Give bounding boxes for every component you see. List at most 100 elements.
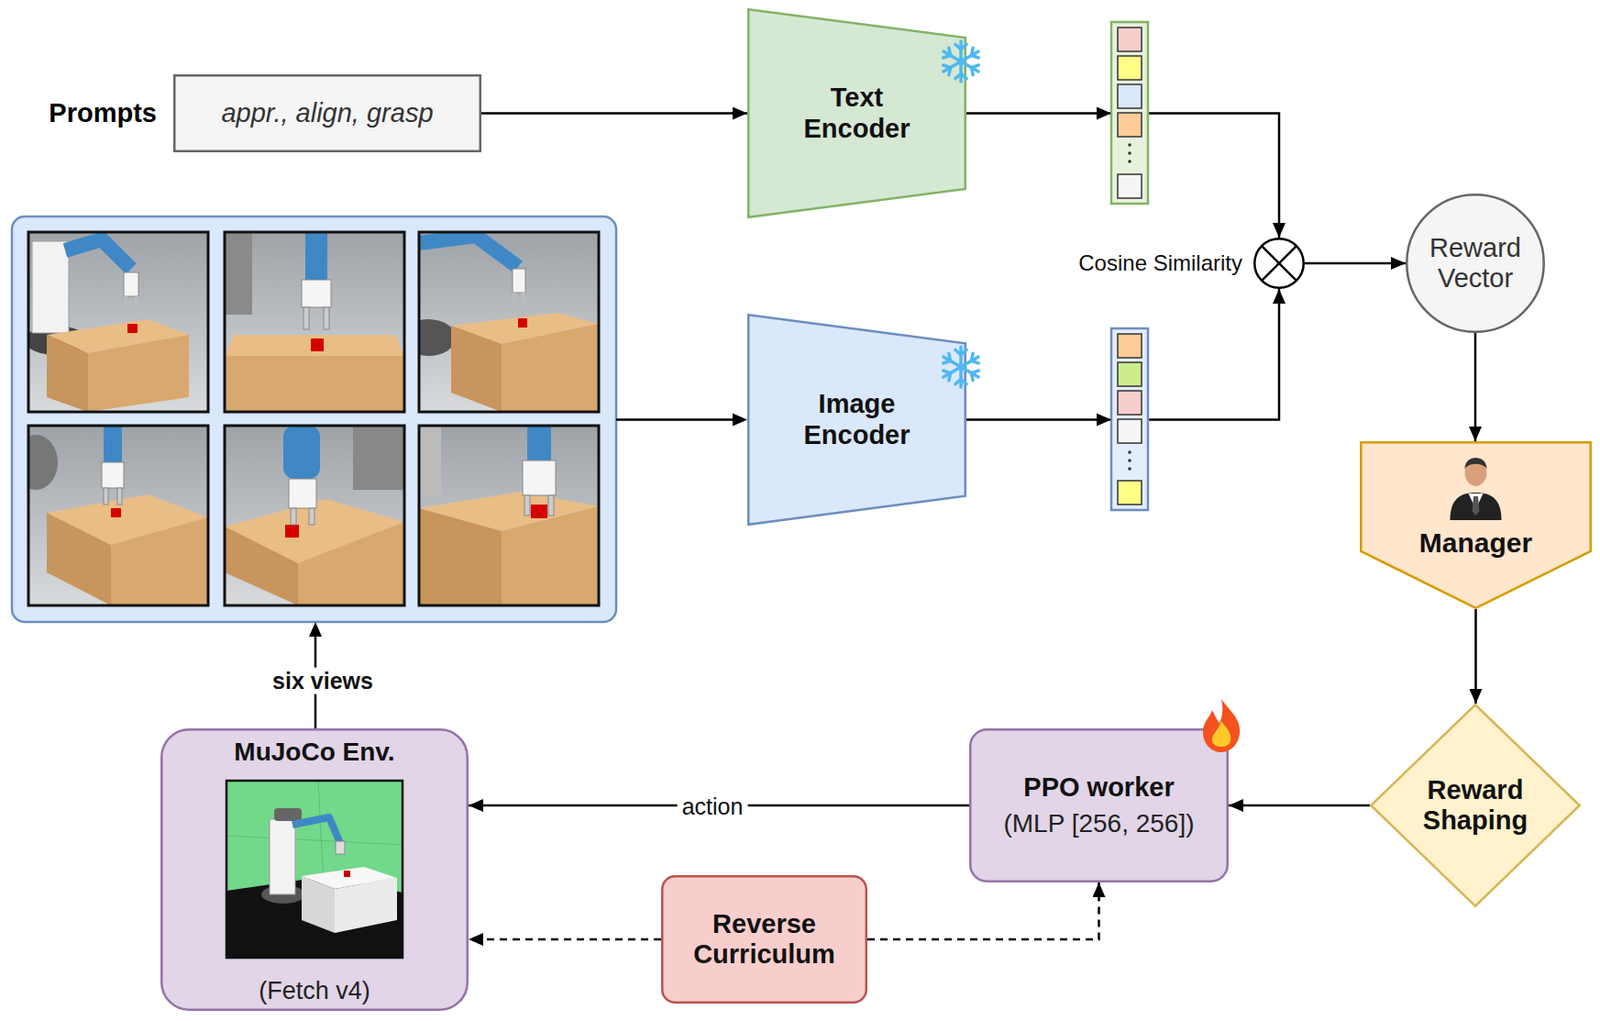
view-tile-part-part bbox=[419, 425, 599, 606]
view-tile-part-part bbox=[524, 495, 530, 516]
view-tile-part-part bbox=[305, 231, 328, 280]
product-symbol: Cosine Similarity bbox=[1253, 237, 1305, 289]
view-tile-part bbox=[28, 425, 209, 606]
view-tile-part-part bbox=[303, 307, 309, 330]
shape-part bbox=[946, 353, 954, 361]
view-tile-part bbox=[419, 231, 599, 412]
view-tile bbox=[224, 425, 405, 606]
view-tile-part-part bbox=[224, 355, 405, 412]
environment-box: MuJoCo Env. (Fetch v4) bbox=[160, 728, 469, 1011]
view-tile-part-part bbox=[88, 334, 189, 412]
view-tile-part-part bbox=[512, 292, 517, 309]
view-tile-part-part bbox=[419, 319, 456, 356]
node-text: Manager bbox=[1419, 527, 1533, 560]
view-tile-part-part bbox=[290, 507, 297, 525]
image-input-arrow bbox=[616, 413, 748, 427]
view-tile-part-part bbox=[512, 268, 526, 293]
shape-part bbox=[226, 835, 403, 845]
image-embedding-vector-part bbox=[1111, 328, 1148, 510]
frozen-icon bbox=[940, 346, 982, 387]
view-tile-part-part bbox=[28, 231, 209, 412]
image-embedding-vector-part bbox=[1127, 466, 1132, 471]
shape-part bbox=[946, 47, 954, 56]
view-tile-part-part bbox=[134, 296, 139, 315]
view-tile-part-part bbox=[101, 462, 124, 488]
node-text: Reverse Curriculum bbox=[682, 908, 848, 971]
shape-part bbox=[274, 807, 302, 821]
shape-part bbox=[958, 364, 965, 371]
shape-part bbox=[955, 73, 961, 79]
shape-part bbox=[748, 9, 966, 218]
view-tile-part-part bbox=[308, 507, 315, 525]
connector-arrow bbox=[1474, 332, 1478, 442]
view-tile-part-part bbox=[46, 512, 111, 606]
shape-part bbox=[269, 818, 296, 894]
shape-part bbox=[226, 780, 403, 958]
image-input-arrow-part bbox=[732, 413, 748, 427]
shape-part bbox=[958, 352, 982, 373]
view-tile bbox=[419, 425, 599, 606]
shape-part bbox=[662, 875, 867, 1003]
view-tile-part-part bbox=[548, 495, 554, 516]
text-embedding-vector-part bbox=[1117, 112, 1142, 137]
image-embedding-vector-part bbox=[1117, 390, 1142, 415]
product-symbol-outline bbox=[1253, 237, 1305, 289]
view-tile-part bbox=[419, 425, 599, 606]
view-tile-part bbox=[28, 231, 209, 412]
prompt-box: Promptsappr., align, grasp bbox=[173, 74, 482, 153]
text-embedding-vector-part bbox=[1127, 159, 1132, 164]
view-tile-part bbox=[419, 425, 599, 606]
node-text: (Fetch v4) bbox=[258, 976, 371, 1005]
view-tile-part-part bbox=[46, 334, 89, 412]
view-tile-part-part bbox=[518, 318, 528, 328]
view-tile-part-part bbox=[451, 325, 502, 412]
shape-part bbox=[940, 56, 964, 78]
shape-part bbox=[301, 875, 335, 933]
view-tile-part bbox=[419, 231, 599, 412]
shape-part bbox=[940, 352, 964, 373]
view-tile-part-part bbox=[103, 487, 109, 505]
shape-part bbox=[1465, 457, 1488, 469]
view-tile-part-part bbox=[224, 231, 405, 412]
node-text: Image Encoder bbox=[783, 388, 931, 451]
connector-arrow bbox=[966, 113, 1280, 239]
image-embedding-vector-part bbox=[1117, 362, 1142, 387]
node-text: MuJoCo Env. bbox=[233, 737, 395, 767]
view-tile-part-part bbox=[224, 425, 405, 606]
shape-part bbox=[1212, 720, 1231, 747]
frozen-icon bbox=[940, 41, 982, 82]
image-embedding-vector bbox=[1096, 328, 1148, 510]
decision-diamond: Reward Shaping bbox=[1369, 703, 1581, 907]
view-tile-part-part bbox=[110, 507, 122, 518]
views-arrow-part bbox=[308, 621, 322, 637]
view-tile-part bbox=[28, 231, 209, 412]
text-embedding-vector-part bbox=[1127, 151, 1132, 155]
image-input-arrow-part bbox=[616, 418, 735, 421]
shape-part bbox=[1261, 245, 1297, 281]
shape-part bbox=[970, 728, 1228, 882]
shape-part bbox=[1202, 698, 1240, 752]
view-tile-part-part bbox=[501, 323, 599, 412]
view-tile-part-part bbox=[283, 425, 320, 479]
view-tile-part bbox=[224, 231, 405, 412]
view-tile-part-part bbox=[224, 334, 405, 356]
view-tile bbox=[224, 231, 405, 412]
text-embedding-vector-part bbox=[1117, 27, 1142, 52]
shape-part bbox=[1406, 194, 1545, 332]
connector-arrow bbox=[867, 882, 1100, 939]
shape-part bbox=[1254, 238, 1304, 288]
view-tile-part-part bbox=[353, 425, 405, 490]
view-tile-part-part bbox=[288, 478, 317, 508]
shape-part bbox=[1465, 458, 1488, 486]
process-box: Reverse Curriculum bbox=[661, 874, 868, 1004]
text-embedding-vector-part bbox=[1096, 107, 1112, 121]
shape-part bbox=[1370, 704, 1580, 906]
text-embedding-vector-part bbox=[1117, 55, 1142, 80]
prompt-heading: Prompts bbox=[48, 98, 157, 129]
manager-pentagon: Manager bbox=[1359, 441, 1592, 609]
image-embedding-vector-part bbox=[1117, 419, 1142, 443]
view-tile-part-part bbox=[110, 517, 209, 606]
view-tile-part-part bbox=[65, 239, 132, 269]
view-tile-part-part bbox=[285, 524, 299, 538]
